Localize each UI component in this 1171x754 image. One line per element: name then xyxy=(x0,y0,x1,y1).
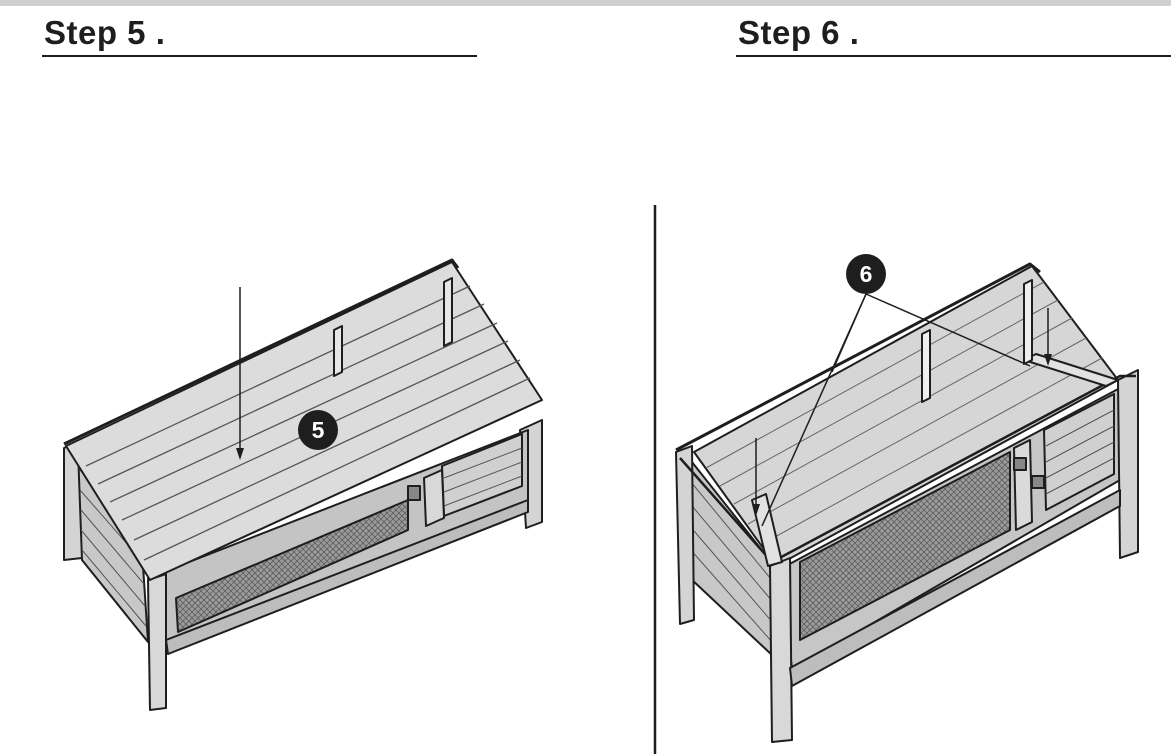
step-6-arrows xyxy=(752,293,1052,527)
step-6-callout-badge: 6 xyxy=(846,254,886,294)
step-6-callout-number: 6 xyxy=(860,261,873,287)
step-5-callout-badge: 5 xyxy=(298,410,338,450)
step-5-underline xyxy=(42,55,477,57)
step-5-hutch-drawing xyxy=(63,258,543,711)
step-6-title: Step 6 . xyxy=(738,14,860,51)
step-6-hutch-drawing xyxy=(675,262,1139,743)
step-5-arrow xyxy=(236,287,244,460)
step-6-underline xyxy=(736,55,1171,57)
top-border xyxy=(0,0,1171,6)
step-5-callout-number: 5 xyxy=(312,417,325,443)
step-5-title: Step 5 . xyxy=(44,14,166,51)
